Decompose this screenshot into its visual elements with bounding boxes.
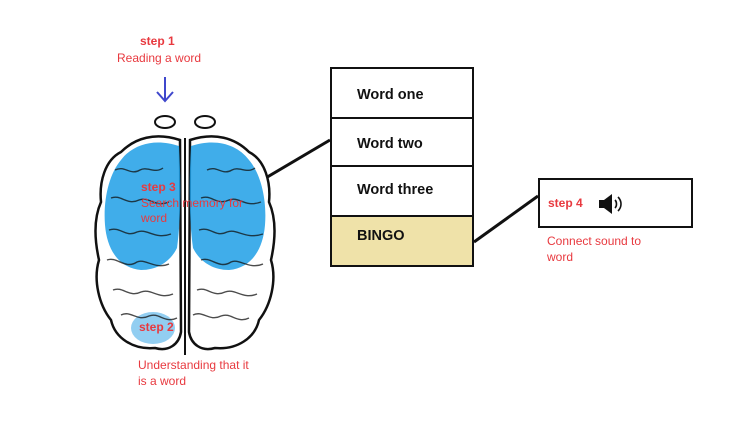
- down-arrow-icon: [156, 77, 174, 103]
- word-item: Word one: [330, 67, 474, 119]
- brain-illustration: [94, 115, 276, 355]
- step3-label: step 3: [141, 180, 176, 194]
- step3-text-line2: word: [141, 211, 168, 225]
- step3-text-line1: Search memory for: [141, 196, 244, 210]
- step1-label: step 1: [140, 34, 175, 48]
- step2-text-line2: is a word: [138, 374, 187, 388]
- step4-text-line2: word: [547, 250, 574, 264]
- step4-text-line1: Connect sound to: [547, 234, 642, 248]
- step4-label: step 4: [548, 196, 583, 210]
- bingo-to-sound-line: [473, 194, 539, 244]
- word-item-bingo: BINGO: [330, 215, 474, 267]
- step4-box: step 4: [538, 178, 693, 228]
- step2-text-line1: Understanding that it: [138, 358, 249, 372]
- speaker-icon: [599, 194, 622, 214]
- word-item: Word three: [330, 165, 474, 217]
- word-item: Word two: [330, 117, 474, 167]
- step2-label: step 2: [139, 320, 174, 334]
- step1-text: Reading a word: [117, 51, 202, 65]
